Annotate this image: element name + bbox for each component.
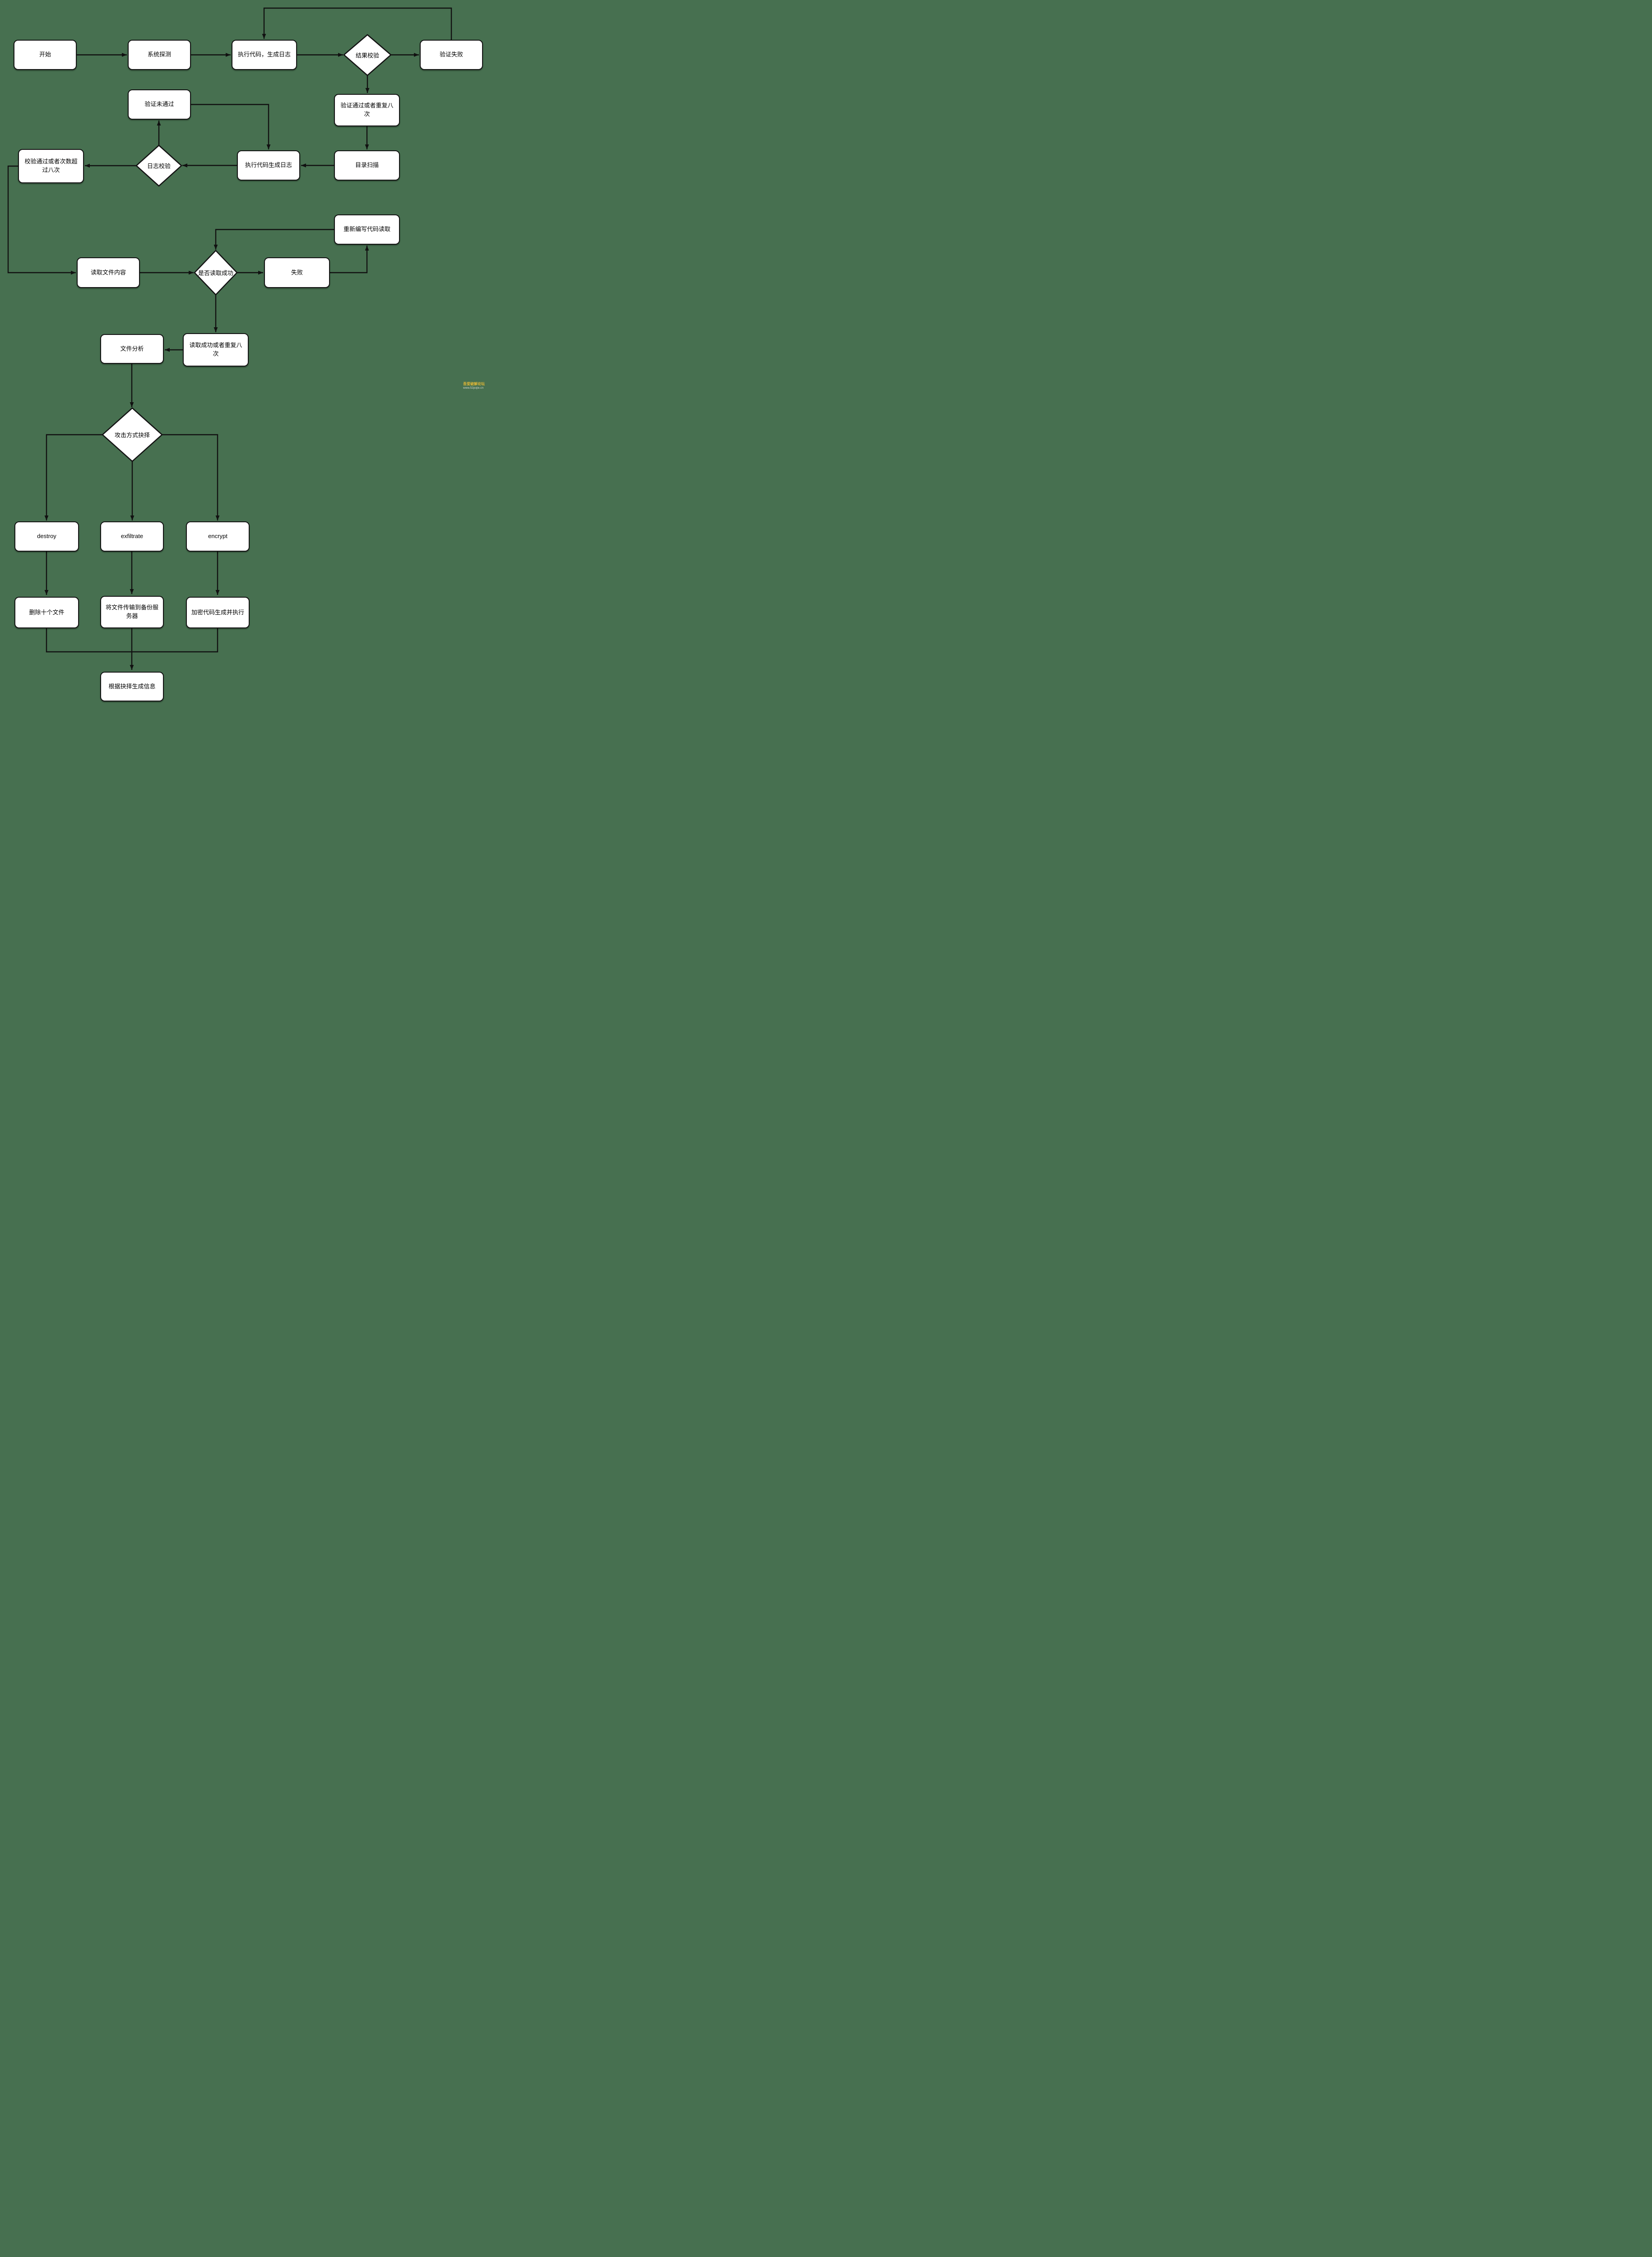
node-rewrite-code-read: 重新编写代码读取 <box>334 214 400 245</box>
node-check-pass-or-8: 校验通过或者次数超过八次 <box>18 149 84 183</box>
edge-rewrite-readok <box>213 229 334 250</box>
flowchart-canvas: 开始 系统探测 执行代码，生成日志 验证失败 验证通过或者重复八次 验证未通过 … <box>0 0 490 708</box>
node-read-success-or-8: 读取成功或者重复八次 <box>183 333 249 367</box>
node-log-check-label: 日志校验 <box>147 163 171 170</box>
node-encrypt-code-exec: 加密代码生成并执行 <box>186 597 250 628</box>
node-verify-not-pass: 验证未通过 <box>128 89 191 120</box>
flow-arrows-layer <box>7 7 452 670</box>
node-read-ok-diamond <box>194 250 238 296</box>
edge-verifyfail-execlog1-loop <box>262 7 452 40</box>
node-result-check-diamond <box>343 34 392 76</box>
node-verify-pass-or-8: 验证通过或者重复八次 <box>334 94 400 126</box>
node-encrypt: encrypt <box>186 521 250 552</box>
node-fail: 失败 <box>264 257 330 288</box>
node-system-detect: 系统探测 <box>128 40 191 70</box>
node-result-check-label: 结果校验 <box>355 52 380 59</box>
edge-attack-destroy <box>44 434 102 520</box>
node-gen-info: 根据抉择生成信息 <box>100 672 164 701</box>
node-start: 开始 <box>14 40 77 70</box>
node-exfiltrate: exfiltrate <box>100 521 164 552</box>
node-attack-choice-label: 攻击方式抉择 <box>114 432 150 439</box>
node-delete-ten-files: 删除十个文件 <box>14 597 79 628</box>
node-transfer-backup: 将文件传输到备份服务器 <box>100 596 164 628</box>
node-log-check-diamond <box>135 144 182 187</box>
edge-attack-encrypt <box>162 434 220 520</box>
edge-encryptexec-merge <box>132 628 218 653</box>
node-read-ok-label: 是否读取成功 <box>198 269 234 277</box>
watermark: 吾爱破解论坛 www.52pojie.cn <box>463 382 485 390</box>
node-dir-scan: 目录扫描 <box>334 150 400 181</box>
node-exec-code-gen-log-2: 执行代码生成日志 <box>237 150 300 181</box>
edge-checkpass8-readcontent <box>7 165 76 275</box>
edge-deleteten-merge <box>46 628 132 653</box>
node-attack-choice-diamond <box>102 407 163 462</box>
node-destroy: destroy <box>14 521 79 552</box>
watermark-site-name: 吾爱破解论坛 <box>463 382 485 386</box>
edge-fail-rewrite <box>330 246 369 274</box>
node-read-file-content: 读取文件内容 <box>77 257 140 288</box>
edge-verifynotpass-execlog2 <box>191 104 271 149</box>
node-exec-code-gen-log-1: 执行代码，生成日志 <box>232 40 297 70</box>
watermark-site-url: www.52pojie.cn <box>463 386 484 390</box>
node-verify-fail: 验证失败 <box>420 40 483 70</box>
node-file-analysis: 文件分析 <box>100 334 164 364</box>
